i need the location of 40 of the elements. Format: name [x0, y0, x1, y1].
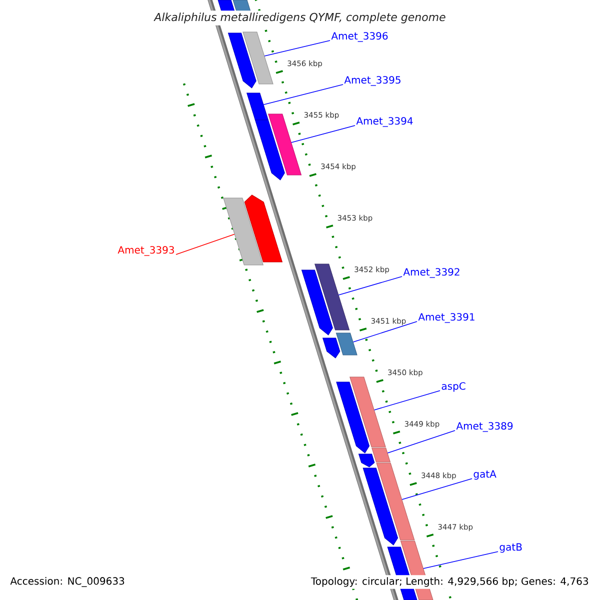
leader-line — [387, 430, 456, 454]
gene-bar — [268, 114, 302, 176]
coding-region — [301, 270, 333, 336]
gene-label: Amet_3395 — [344, 76, 400, 86]
coding-region — [358, 454, 375, 468]
gene-bar — [372, 448, 390, 462]
gene-bar — [314, 264, 350, 330]
gene-label: aspC — [442, 382, 466, 392]
title: Alkaliphilus metalliredigens QYMF, complete genome — [152, 10, 448, 26]
coding-region — [254, 120, 285, 180]
gene-bar — [350, 376, 386, 448]
gene-bar — [242, 32, 274, 84]
leader-line — [402, 478, 472, 500]
coding-region — [244, 194, 282, 262]
gene-label: gatB — [500, 543, 522, 553]
gene-bar — [336, 332, 358, 356]
leader-line — [176, 234, 235, 255]
accession-text: Accession: NC_009633 — [10, 577, 124, 587]
leader-line — [264, 40, 330, 56]
coding-region — [362, 468, 398, 546]
gene-label: Amet_3396 — [331, 32, 388, 42]
gene-bar — [246, 92, 268, 120]
leader-line — [352, 321, 418, 342]
leader-line — [290, 125, 356, 143]
leader-line — [338, 276, 402, 296]
leader-line — [374, 390, 440, 410]
genome-info-text: Topology: circular; Length: 4,929,566 bp; Genes: 4,763 — [308, 575, 591, 589]
coding-region — [336, 382, 370, 454]
coding-region — [228, 32, 256, 88]
gene-label: Amet_3393 — [118, 246, 174, 256]
leader-line — [423, 551, 498, 569]
gene-label: Amet_3392 — [403, 268, 460, 278]
leader-line — [263, 84, 344, 105]
gene-label: Amet_3394 — [356, 117, 413, 127]
gene-bar — [223, 198, 264, 266]
gene-bar — [376, 462, 415, 540]
gene-label: gatA — [474, 470, 496, 480]
gene-label: Amet_3391 — [418, 313, 474, 323]
gene-label: Amet_3389 — [456, 422, 513, 432]
coding-region — [322, 338, 340, 358]
